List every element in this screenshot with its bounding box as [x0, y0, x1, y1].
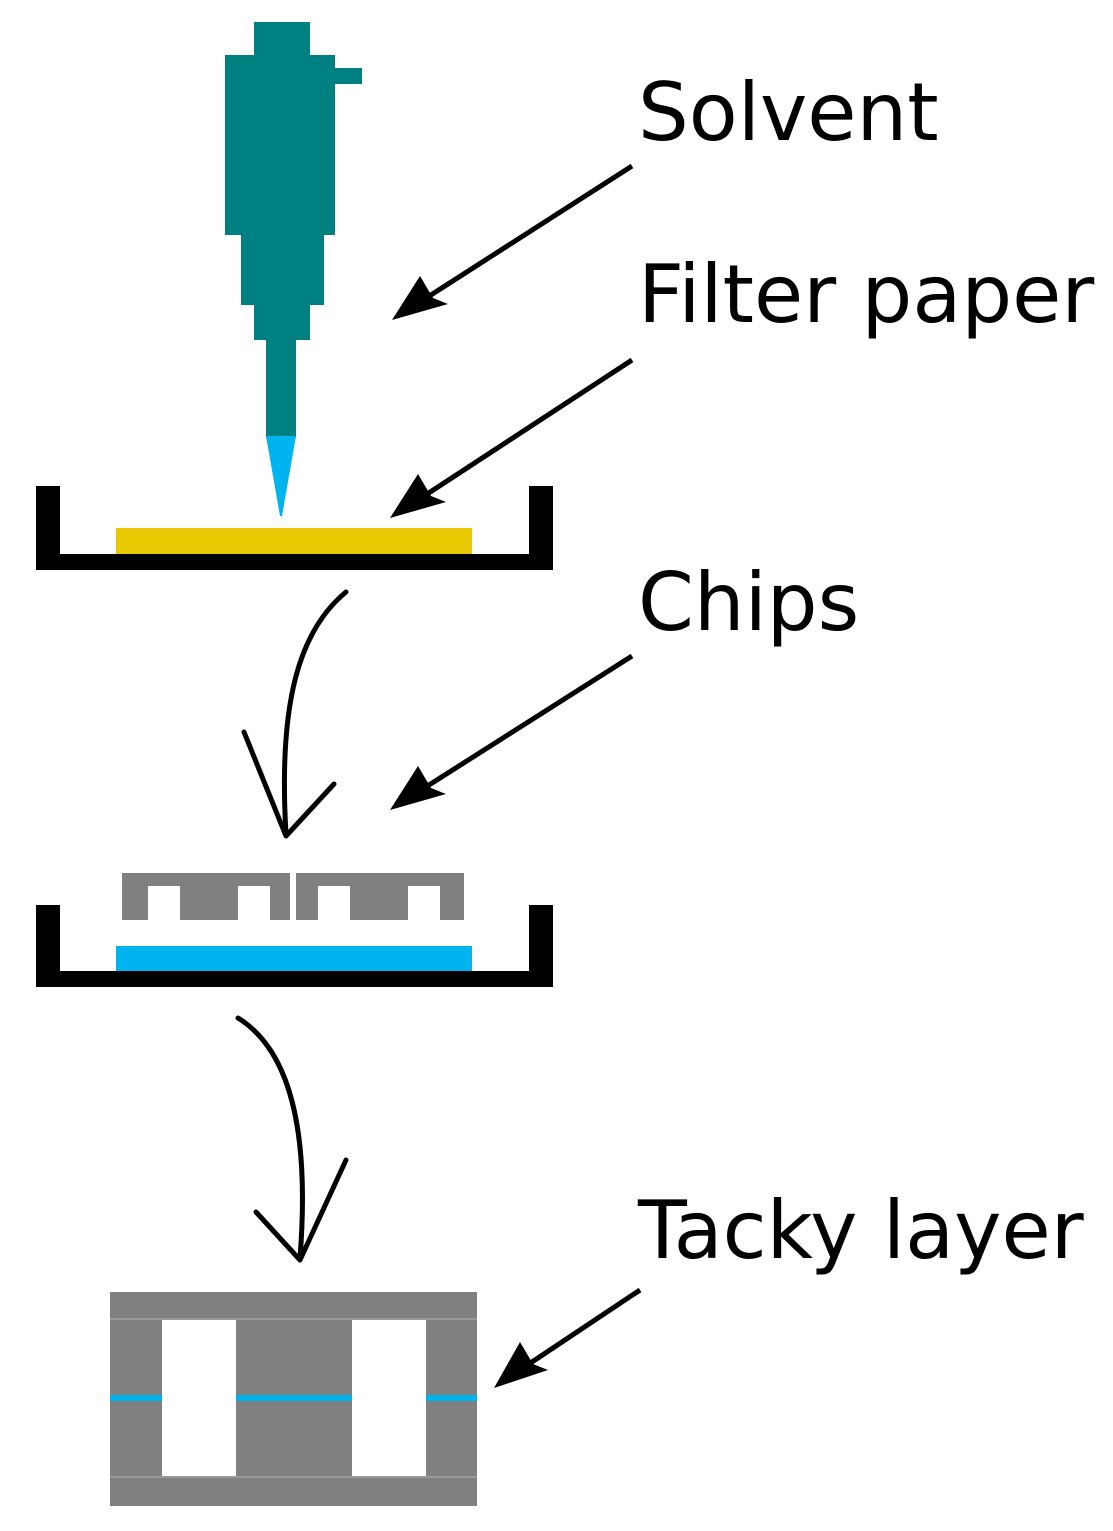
solvent-pointer-arrow: [392, 163, 634, 320]
tacky-layer-segment-3: [426, 1395, 477, 1401]
solvent-label: Solvent: [638, 66, 939, 159]
chips-group: [122, 873, 464, 920]
pipette-thumb-tab: [330, 68, 362, 84]
filter-paper-pointer-arrow: [390, 357, 634, 518]
dish-base: [36, 554, 553, 570]
pipette-tip: [266, 436, 296, 516]
petri-dish-icon: [36, 905, 553, 987]
channel-left: [162, 1320, 236, 1476]
pipette-plunger: [254, 22, 310, 58]
pipette-neck: [254, 300, 310, 340]
dish-base: [36, 971, 553, 987]
tacky-layer-segment-1: [110, 1395, 162, 1401]
channel-right: [352, 1320, 426, 1476]
process-arrow-1: [241, 589, 349, 839]
process-arrow-2: [235, 1015, 349, 1263]
filter-paper-strip: [116, 528, 472, 554]
chip-right: [296, 873, 464, 920]
bonded-chip-stack: [110, 1292, 477, 1506]
tacky-layer-pointer-arrow: [494, 1287, 642, 1388]
pipette-icon: [225, 22, 362, 516]
filter-paper-label: Filter paper: [638, 248, 1094, 341]
tacky-layer-segment-2: [236, 1395, 352, 1401]
pipette-lower-body: [241, 230, 324, 305]
chips-label: Chips: [638, 556, 859, 649]
chips-pointer-arrow: [390, 653, 634, 810]
tacky-layer-label: Tacky layer: [637, 1184, 1084, 1277]
chip-left: [122, 873, 290, 920]
solvent-soaked-paper: [116, 946, 472, 971]
petri-dish-icon: [36, 486, 553, 570]
pipette-shaft: [266, 336, 296, 438]
pipette-body: [225, 55, 335, 235]
